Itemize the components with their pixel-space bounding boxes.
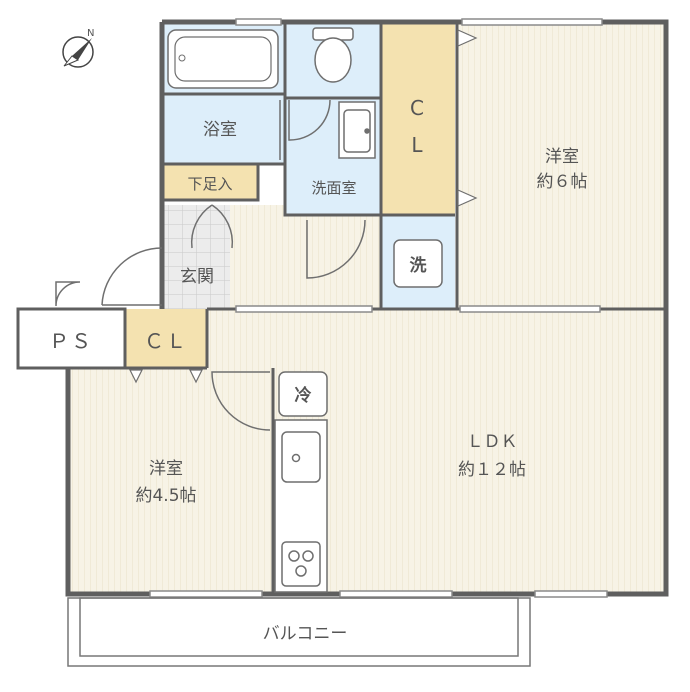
western-room-6-floor: [458, 22, 666, 309]
closet-mid-floor: [125, 309, 207, 368]
entrance-door: [101, 247, 163, 306]
washer-box: [393, 239, 443, 288]
window-top-mid: [235, 18, 282, 26]
ps-box: [18, 309, 125, 368]
wet-area-wall: [283, 22, 381, 217]
shoe-storage-wall: [162, 164, 260, 202]
window-bottom-1: [149, 590, 263, 598]
fridge-label: 冷: [295, 385, 312, 406]
western-room-45-name: 洋室: [149, 459, 183, 479]
shoe-storage-door: [190, 204, 234, 249]
closet-mid-label: ＣＬ: [144, 329, 188, 353]
entrance-label: 玄関: [180, 267, 214, 287]
balcony-inner: [79, 597, 519, 657]
closet-hinge-marker: [189, 369, 203, 384]
ps-door: [55, 281, 81, 307]
fridge-space: [278, 371, 328, 417]
entrance-tile-floor: [162, 205, 230, 309]
window-hall: [235, 305, 373, 313]
balcony-label: バルコニー: [263, 624, 348, 644]
kitchen-sink-icon: [281, 431, 321, 483]
sink-icon: [338, 101, 376, 159]
closet-hinge-marker: [457, 29, 478, 47]
western-room-6-size: 約６帖: [537, 172, 588, 192]
bath-floor: [162, 94, 285, 164]
bath-label: 浴室: [203, 120, 237, 140]
closet-top-letter-c: C: [410, 96, 426, 120]
kitchen-counter: [274, 419, 328, 593]
closet-hinge-marker: [129, 369, 143, 384]
ldk-name: ＬＤＫ: [467, 432, 518, 452]
stove-icon: [281, 541, 321, 587]
window-top-right: [461, 18, 603, 26]
window-western6-bottom: [459, 305, 601, 313]
compass-north-icon: N: [62, 28, 94, 68]
western-room-6-name: 洋室: [545, 147, 579, 167]
western-room-45-size: 約4.5帖: [135, 486, 196, 506]
hall-floor: [229, 205, 381, 309]
washroom-label: 洗面室: [311, 179, 356, 197]
window-bottom-2: [339, 590, 453, 598]
shoe-storage-label: 下足入: [187, 175, 232, 193]
washer-label: 洗: [410, 255, 427, 276]
bathtub-inner: [174, 36, 272, 82]
bathtub: [167, 29, 279, 89]
window-bottom-3: [534, 590, 608, 598]
ldk-size: 約１２帖: [458, 460, 526, 480]
shoe-storage-floor: [162, 164, 258, 200]
closet-top-floor: [381, 22, 455, 215]
toilet-icon: [312, 27, 354, 83]
ps-label: ＰＳ: [49, 329, 93, 353]
western-room-45-floor: [68, 368, 273, 594]
washroom-door: [306, 219, 366, 279]
toilet-door: [288, 99, 331, 141]
balcony: [67, 597, 531, 667]
western45-door: [211, 371, 271, 431]
closet-top-letter-l: L: [411, 133, 424, 157]
closet-hinge-marker: [457, 189, 478, 207]
compass-north-letter: N: [87, 28, 94, 39]
bathtub-drain: [178, 54, 186, 62]
ps-outline: [16, 307, 127, 370]
